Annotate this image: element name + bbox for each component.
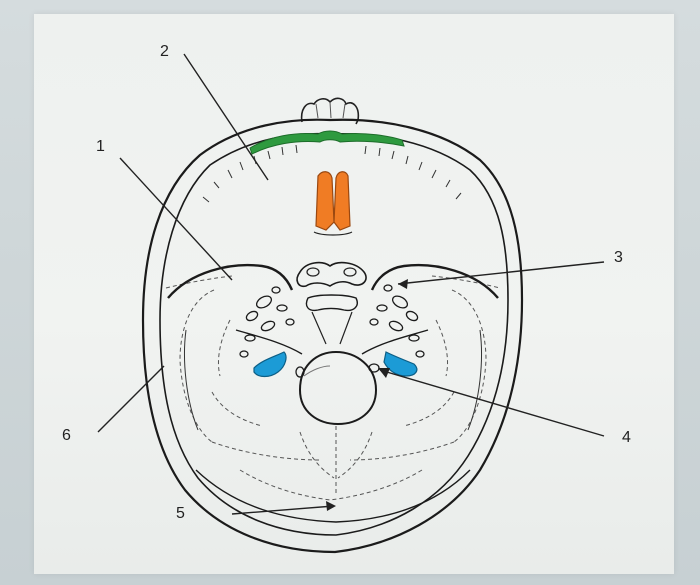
leader-line-5 [231, 505, 335, 515]
lesser-wing-right [370, 264, 499, 299]
blue-region-left [253, 351, 287, 378]
foramen-magnum [298, 350, 378, 426]
orange-region [315, 171, 351, 231]
arrowhead-4 [378, 368, 390, 378]
label-5: 5 [176, 505, 185, 522]
label-1: 1 [96, 138, 105, 155]
foramina-right [368, 284, 425, 373]
crista-galli-outline [300, 97, 360, 125]
leader-lines [97, 53, 605, 515]
leader-line-6 [97, 365, 165, 433]
label-3: 3 [614, 249, 623, 266]
leader-line-2 [183, 53, 269, 181]
arrowhead-5 [326, 501, 336, 511]
green-region [249, 130, 405, 155]
lesser-wing-left [167, 264, 294, 299]
label-6: 6 [62, 427, 71, 444]
skull-inner-outline [159, 132, 509, 536]
foramina-left [239, 286, 305, 378]
leader-line-3 [397, 261, 605, 285]
blue-region-right [383, 351, 418, 377]
arrowhead-3 [398, 279, 408, 289]
leader-line-4 [379, 369, 605, 437]
diagram-sheet [34, 14, 674, 574]
label-4: 4 [622, 429, 631, 446]
leader-line-1 [119, 157, 233, 281]
skull-outer-outline [141, 118, 524, 554]
label-2: 2 [160, 43, 169, 60]
